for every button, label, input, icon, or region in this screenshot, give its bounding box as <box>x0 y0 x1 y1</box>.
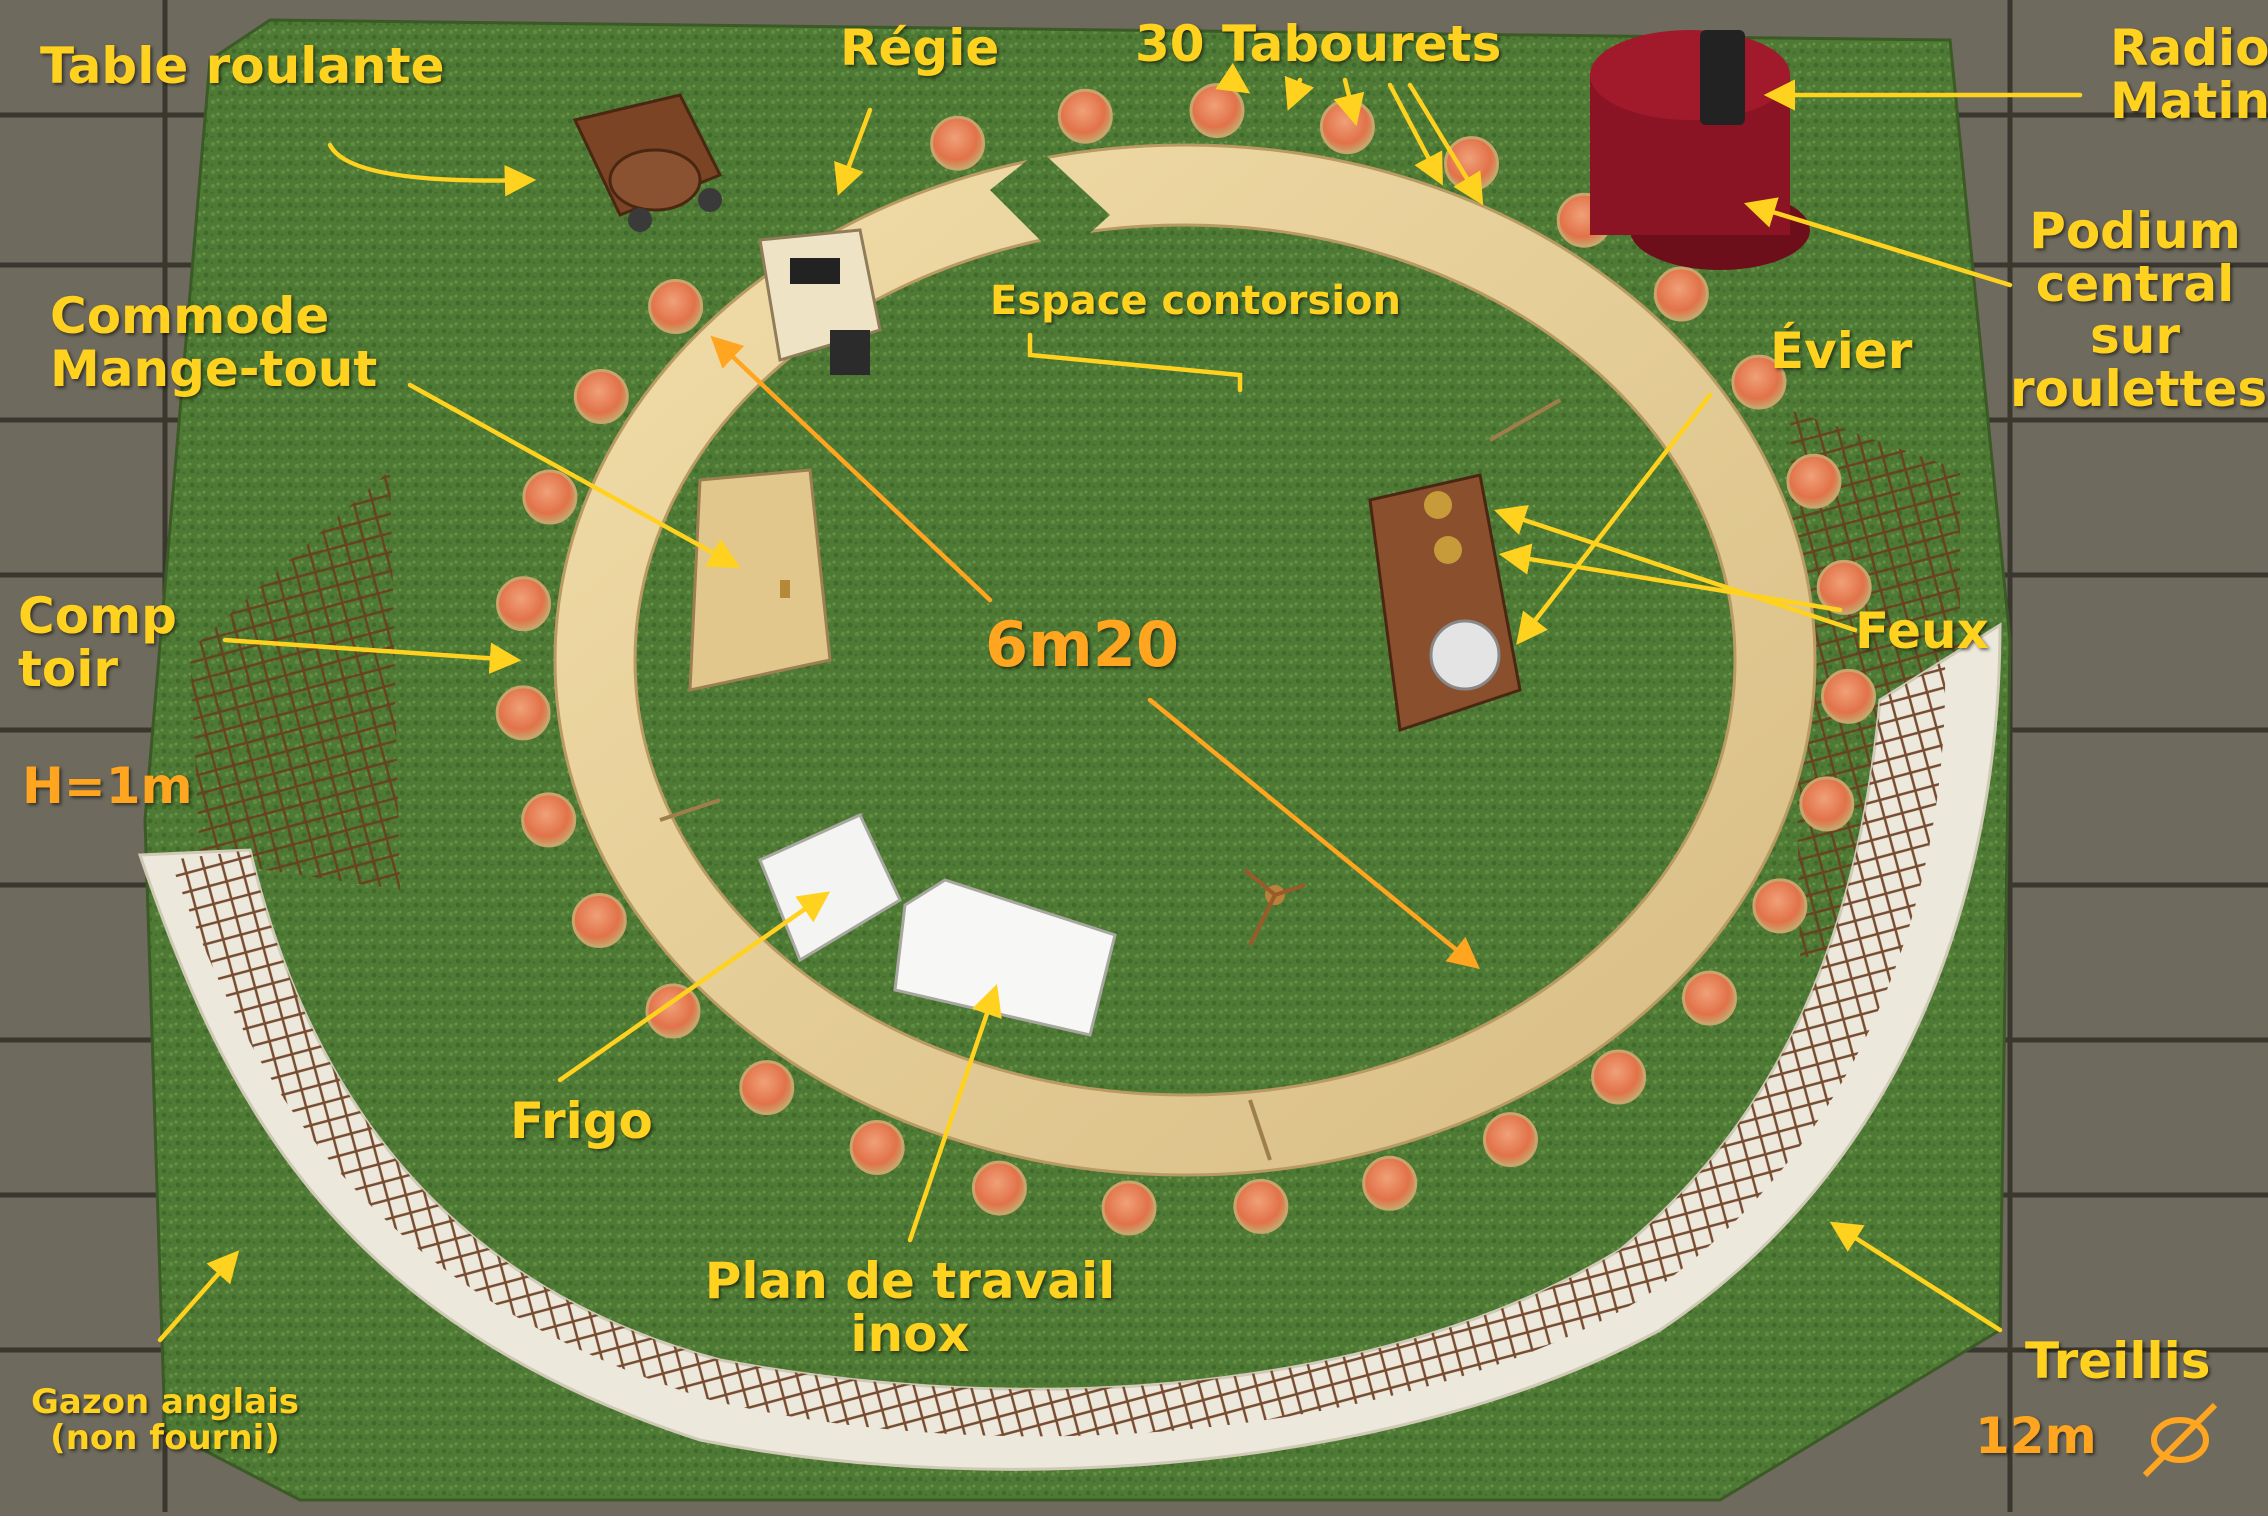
label-tabourets: 30 Tabourets <box>1135 15 1502 73</box>
arrow-tabourets-5 <box>1407 82 1484 206</box>
table-roulante-model <box>572 93 723 232</box>
arrow-comptoir <box>222 637 522 674</box>
label-podium: Podium central sur roulettes <box>2010 202 2268 418</box>
arrow-feux-2 <box>1498 543 1843 613</box>
stool-2 <box>1057 88 1113 144</box>
label-podium-line1: Podium <box>2029 202 2241 260</box>
label-comptoir-line2: toir <box>18 639 119 698</box>
stool-4 <box>1319 99 1375 155</box>
label-podium-line2: central <box>2035 254 2235 313</box>
label-frigo: Frigo <box>510 1092 653 1150</box>
commode-model <box>688 468 832 692</box>
plan-de-travail-model <box>893 878 1117 1037</box>
stool-ring <box>495 83 1876 1236</box>
stool-3 <box>1189 83 1245 139</box>
arrow-tabourets-2 <box>1284 75 1314 111</box>
arrow-regie <box>834 107 873 196</box>
frigo-model <box>758 813 902 963</box>
label-radio-matin: Radio Matin <box>2110 19 2268 130</box>
stool-8 <box>1731 354 1787 410</box>
regie-model <box>758 228 882 375</box>
arrow-feux-1 <box>1494 505 1858 633</box>
label-hauteur: H=1m <box>22 757 193 815</box>
stool-12 <box>1799 776 1855 832</box>
arrow-diameter-up <box>710 335 993 603</box>
stool-26 <box>495 685 551 741</box>
stool-15 <box>1591 1049 1647 1105</box>
label-gazon-line2: (non fourni) <box>50 1417 280 1458</box>
arrow-tabourets-4 <box>1387 82 1443 186</box>
stool-14 <box>1682 970 1737 1026</box>
stool-19 <box>1101 1180 1157 1236</box>
stool-17 <box>1362 1155 1418 1211</box>
label-comptoir: Comp toir <box>18 590 177 695</box>
stool-7 <box>1653 266 1709 322</box>
lattice-left <box>190 470 400 890</box>
label-espace-contorsion: Espace contorsion <box>990 278 1401 324</box>
label-regie: Régie <box>840 19 1000 77</box>
stool-1 <box>930 115 986 171</box>
arrow-evier <box>1516 392 1713 645</box>
stool-28 <box>522 469 578 525</box>
label-radio-line1: Radio <box>2110 19 2268 77</box>
diameter-symbol-icon <box>2142 1402 2218 1478</box>
stool-21 <box>849 1120 905 1175</box>
stool-18 <box>1233 1178 1289 1234</box>
stool-16 <box>1483 1112 1538 1168</box>
tripod-model <box>1243 868 1306 946</box>
label-treillis: Treillis <box>2025 1332 2211 1390</box>
wooden-counter-ring <box>553 143 1817 1177</box>
stool-22 <box>739 1060 795 1116</box>
arrow-podium <box>1743 197 2013 288</box>
fabric-band <box>137 622 2002 1471</box>
label-plan-line1: Plan de travail <box>704 1252 1116 1310</box>
arrow-tabourets-1 <box>1215 62 1251 94</box>
stool-27 <box>496 576 551 632</box>
arrow-treillis <box>1829 1221 2003 1333</box>
arrow-table-roulante <box>327 142 537 197</box>
label-gazon: Gazon anglais (non fourni) <box>5 1382 325 1458</box>
evier-feux-model <box>1368 473 1522 732</box>
label-treillis-diameter: 12m <box>1975 1407 2097 1465</box>
label-podium-line3: sur <box>2089 307 2180 365</box>
bracket-espace-contorsion <box>1027 332 1243 393</box>
stool-25 <box>521 792 577 848</box>
label-commode-line1: Commode <box>50 287 330 345</box>
label-evier: Évier <box>1770 322 1913 380</box>
stool-23 <box>645 983 701 1039</box>
label-radio-line2: Matin <box>2110 71 2268 130</box>
stool-20 <box>971 1160 1027 1216</box>
arrow-tabourets-3 <box>1333 77 1365 127</box>
label-comptoir-line1: Comp <box>18 587 177 645</box>
label-diametre-interieur: 6m20 <box>985 608 1180 681</box>
stool-11 <box>1821 668 1876 724</box>
podium-model <box>1590 30 1810 270</box>
stool-29 <box>573 369 629 424</box>
stool-9 <box>1786 453 1842 509</box>
arrow-diameter-down <box>1147 697 1480 969</box>
arrow-commode <box>407 382 741 569</box>
label-table-roulante: Table roulante <box>40 37 445 95</box>
label-plan-de-travail: Plan de travail inox <box>690 1255 1130 1360</box>
label-podium-line4: roulettes <box>2010 359 2268 418</box>
label-commode: Commode Mange-tout <box>50 290 377 395</box>
label-feux: Feux <box>1855 602 1989 660</box>
stool-10 <box>1816 559 1872 615</box>
label-plan-line2: inox <box>850 1304 970 1363</box>
stool-30 <box>648 279 704 334</box>
stool-24 <box>571 893 627 948</box>
arrow-gazon <box>157 1250 240 1343</box>
label-commode-line2: Mange-tout <box>50 339 378 398</box>
arrow-frigo <box>557 891 831 1083</box>
stool-13 <box>1752 878 1808 934</box>
arrow-plan-de-travail <box>907 984 1002 1243</box>
label-gazon-line1: Gazon anglais <box>30 1382 299 1422</box>
